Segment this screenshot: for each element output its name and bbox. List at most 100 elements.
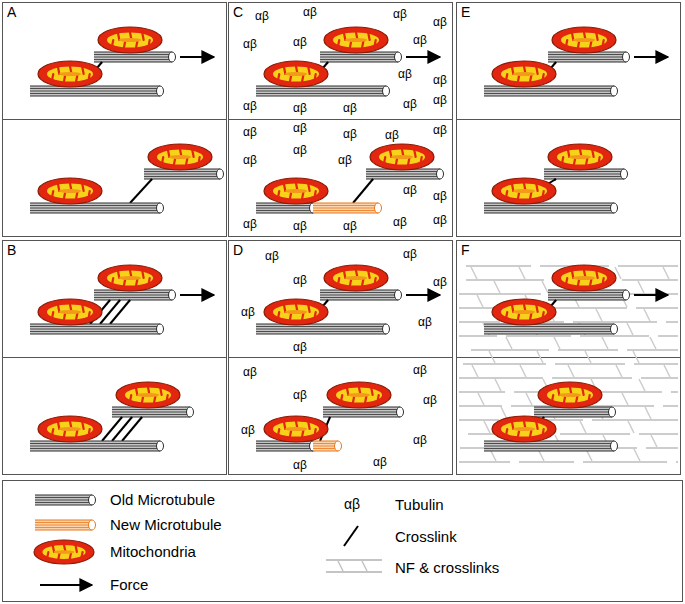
tubulin-label: αβ xyxy=(243,100,257,112)
crosslink xyxy=(119,300,120,301)
tubulin-label: αβ xyxy=(293,274,307,286)
tubulin-label: αβ xyxy=(403,248,417,260)
crosslink xyxy=(344,526,358,546)
neurofilament-network xyxy=(459,266,678,462)
new-microtubule xyxy=(313,203,382,213)
tubulin-label: αβ xyxy=(293,102,307,114)
mitochondrion xyxy=(264,61,328,87)
tubulin-label: αβ xyxy=(343,220,357,232)
tubulin-label: αβ xyxy=(293,36,307,48)
tubulin-label: αβ xyxy=(243,154,257,166)
mitochondrion xyxy=(548,144,612,170)
new-microtubule xyxy=(35,520,96,530)
mitochondrion xyxy=(370,144,434,170)
force-arrow xyxy=(406,56,440,58)
panel-letter: B xyxy=(7,242,16,258)
old-microtubule xyxy=(256,203,317,213)
crosslink xyxy=(101,62,102,63)
tubulin-label: αβ xyxy=(293,122,307,134)
legend-text: Old Microtubule xyxy=(110,492,215,509)
old-microtubule xyxy=(534,407,616,417)
mitochondrion xyxy=(38,61,102,87)
crosslink xyxy=(151,179,152,180)
panel-divider xyxy=(456,119,681,120)
old-microtubule xyxy=(548,52,630,62)
tubulin-label: αβ xyxy=(243,38,257,50)
crosslink xyxy=(353,179,373,203)
panel-art xyxy=(2,3,227,237)
panel-art xyxy=(228,241,453,475)
tubulin-label: αβ xyxy=(243,126,257,138)
tubulin-label: αβ xyxy=(293,144,307,156)
tubulin-label: αβ xyxy=(243,366,257,378)
panel-frame xyxy=(3,3,227,237)
tubulin-label: αβ xyxy=(241,306,255,318)
panel: E xyxy=(456,2,681,237)
old-microtubule xyxy=(484,203,618,213)
legend-text: NF & crosslinks xyxy=(395,560,499,577)
panel-letter: C xyxy=(233,4,243,20)
legend-text: Force xyxy=(110,577,148,594)
mitochondrion xyxy=(98,265,162,291)
mitochondrion xyxy=(264,416,328,442)
old-microtubule xyxy=(484,86,618,96)
mitochondrion xyxy=(552,27,616,53)
legend-text: Mitochondria xyxy=(110,544,196,561)
old-microtubule xyxy=(30,203,164,213)
crosslink xyxy=(129,300,130,301)
force-arrow xyxy=(180,56,214,58)
crosslink xyxy=(543,417,544,418)
old-microtubule xyxy=(30,324,164,334)
panel-frame xyxy=(3,241,227,475)
mitochondrion xyxy=(264,299,328,325)
mitochondrion xyxy=(492,61,556,87)
mitochondrion xyxy=(264,178,328,204)
old-microtubule xyxy=(320,290,402,300)
tubulin-label: αβ xyxy=(265,250,279,262)
crosslink xyxy=(130,179,152,203)
new-microtubule xyxy=(313,441,342,451)
crosslink xyxy=(327,300,328,301)
tubulin-label: αβ xyxy=(255,10,269,22)
panel-letter: F xyxy=(461,242,470,258)
tubulin-label: αβ xyxy=(433,16,447,28)
tubulin-label: αβ xyxy=(373,456,387,468)
old-microtubule xyxy=(256,86,390,96)
mitochondrion xyxy=(552,265,616,291)
old-microtubule xyxy=(94,290,176,300)
old-microtubule xyxy=(256,441,317,451)
panel-letter: A xyxy=(7,4,16,20)
tubulin-label: αβ xyxy=(393,216,407,228)
tubulin-label: αβ xyxy=(433,74,447,86)
tubulin-label: αβ xyxy=(403,98,417,110)
crosslink xyxy=(131,417,132,418)
force-arrow xyxy=(406,294,440,296)
tubulin-label: αβ xyxy=(303,6,317,18)
tubulin-label: αβ xyxy=(423,394,437,406)
tubulin-label: αβ xyxy=(343,102,357,114)
crosslink xyxy=(122,417,142,441)
legend-art xyxy=(3,481,683,602)
force-arrow xyxy=(180,294,214,296)
mitochondrion xyxy=(34,540,94,564)
tubulin-label: αβ xyxy=(413,364,427,376)
old-microtubule xyxy=(484,324,618,334)
panel: B xyxy=(2,240,227,475)
crosslink xyxy=(100,300,120,324)
mitochondrion xyxy=(324,265,388,291)
mitochondrion xyxy=(148,144,212,170)
crosslink xyxy=(372,179,373,180)
tubulin-label: αβ xyxy=(433,94,447,106)
crosslink xyxy=(110,300,130,324)
tubulin-label: αβ xyxy=(413,434,427,446)
force-arrow xyxy=(634,56,668,58)
old-microtubule xyxy=(30,86,164,96)
tubulin-label: αβ xyxy=(433,276,447,288)
tubulin-label: αβ xyxy=(293,459,307,471)
legend-symbol: αβ xyxy=(344,497,360,511)
crosslink xyxy=(102,417,122,441)
old-microtubule xyxy=(548,290,630,300)
mitochondrion xyxy=(38,178,102,204)
